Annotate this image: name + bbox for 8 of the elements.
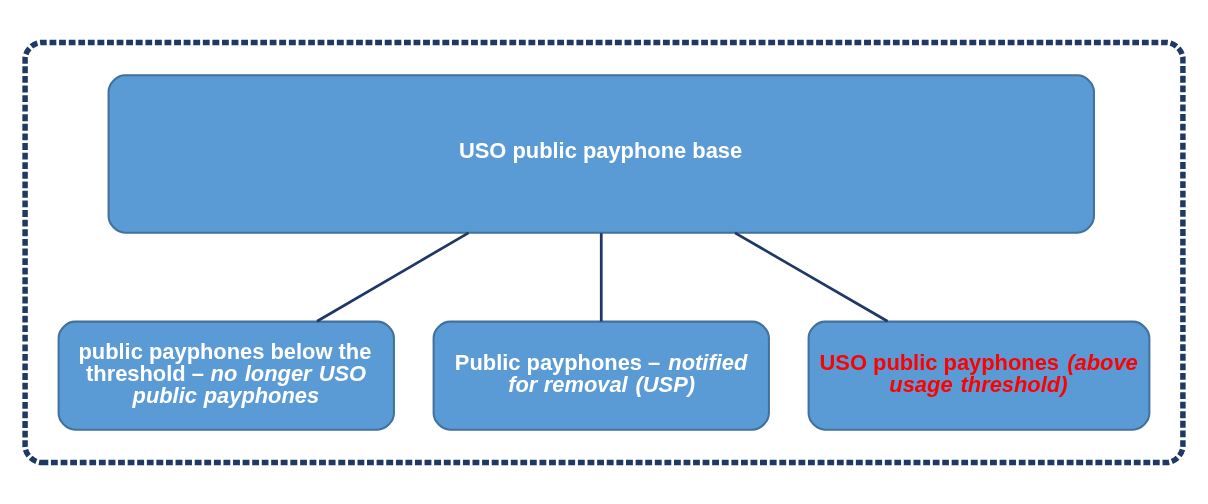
node-box: public payphones below the threshold – no longer USO public payphones [57,320,395,431]
connector [316,231,470,322]
node-box: USO public payphones (above usage threshold) [807,320,1151,431]
connector [599,232,603,321]
node-box: Public payphones – notified for removal (USP) [432,320,770,431]
node-box: USO public payphone base [107,73,1095,234]
cluster [22,39,1186,465]
connector [734,231,889,322]
